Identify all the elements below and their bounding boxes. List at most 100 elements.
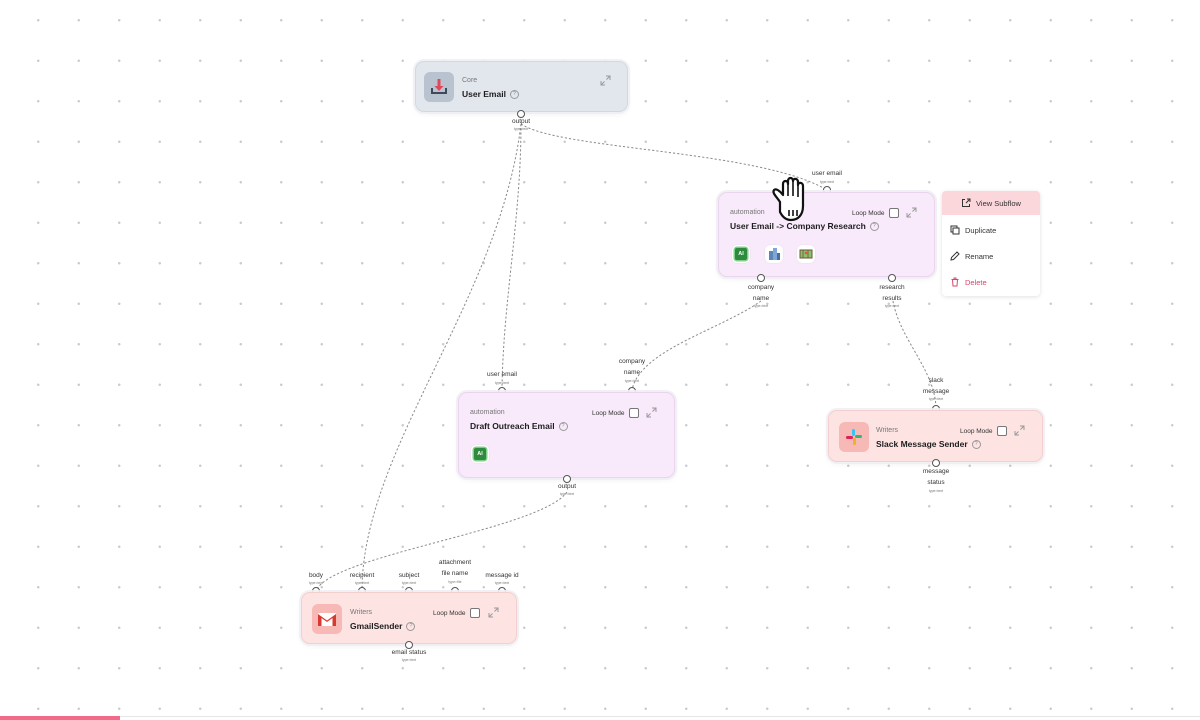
menu-item-view-subflow[interactable]: View Subflow — [942, 191, 1040, 215]
loop-mode-toggle[interactable]: Loop Mode — [960, 426, 1007, 436]
expand-icon[interactable] — [906, 207, 917, 218]
menu-item-delete[interactable]: Delete — [942, 270, 1040, 294]
node-title-text: User Email -> Company Research — [730, 221, 866, 231]
port-type: type=text — [624, 379, 640, 383]
node-slack-message-sender[interactable]: Writers Slack Message Sender? Loop Mode — [828, 410, 1043, 462]
port-label: slack message — [922, 377, 950, 395]
output-port-email-status[interactable] — [404, 640, 413, 649]
port-label: message status — [922, 468, 950, 486]
output-port-research-results[interactable] — [887, 273, 896, 282]
port-label: output — [557, 483, 577, 490]
port-type: type=text — [753, 304, 769, 308]
expand-icon[interactable] — [488, 607, 499, 618]
node-gmail-sender[interactable]: Writers GmailSender? Loop Mode — [301, 592, 517, 644]
node-category: automation — [730, 209, 765, 216]
slack-icon — [839, 422, 869, 452]
output-port-company-name[interactable] — [756, 273, 765, 282]
help-icon[interactable]: ? — [558, 422, 568, 432]
port-label: user email — [487, 371, 517, 378]
loop-mode-toggle[interactable]: Loop Mode — [852, 208, 899, 218]
ai-chip-icon: AI — [471, 445, 489, 463]
context-menu: View Subflow Duplicate Rename Delete — [942, 191, 1040, 296]
node-category: Core — [462, 77, 478, 84]
port-type: type=text — [819, 180, 835, 184]
download-icon — [424, 72, 454, 102]
loop-mode-label: Loop Mode — [852, 209, 885, 217]
menu-item-duplicate[interactable]: Duplicate — [942, 218, 1040, 242]
port-type: type=text — [928, 489, 944, 493]
node-title-text: User Email — [462, 89, 506, 99]
loop-mode-checkbox[interactable] — [628, 408, 639, 418]
hand-cursor-icon — [772, 176, 805, 222]
ai-chip-label: AI — [735, 248, 747, 260]
port-type: type=text — [401, 581, 417, 585]
output-port-message-status[interactable] — [931, 458, 940, 467]
port-type: type=text — [884, 304, 900, 308]
edge-useremail-to-draft — [501, 123, 522, 391]
node-draft-outreach-email[interactable]: automation Draft Outreach Email? Loop Mo… — [458, 392, 675, 478]
port-type: type=text — [494, 581, 510, 585]
edge-useremail-to-gmail-recipient — [361, 123, 522, 592]
duplicate-icon — [950, 225, 960, 235]
help-icon[interactable]: ? — [406, 622, 416, 632]
node-title: User Email -> Company Research? — [730, 221, 879, 232]
loop-mode-label: Loop Mode — [433, 609, 466, 617]
port-type: type=text — [513, 127, 529, 131]
loop-mode-label: Loop Mode — [960, 427, 993, 435]
map-icon — [797, 245, 815, 263]
expand-icon[interactable] — [600, 75, 611, 86]
port-type: type=text — [494, 381, 510, 385]
node-title: User Email? — [462, 89, 519, 100]
port-label: research results — [879, 284, 905, 302]
port-label: message id — [485, 572, 519, 579]
node-title-text: Draft Outreach Email — [470, 421, 555, 431]
port-label: company name — [618, 358, 646, 376]
node-category: Writers — [876, 427, 899, 434]
port-label: recipient — [349, 572, 375, 579]
help-icon[interactable]: ? — [971, 440, 981, 450]
port-label: output — [511, 118, 531, 125]
menu-item-rename[interactable]: Rename — [942, 244, 1040, 268]
edge-research-company-to-draft — [631, 300, 762, 391]
node-category: automation — [470, 409, 505, 416]
output-port[interactable] — [516, 109, 525, 118]
loop-mode-toggle[interactable]: Loop Mode — [592, 408, 639, 418]
menu-item-label: Delete — [965, 277, 987, 287]
menu-item-label: Duplicate — [965, 225, 997, 235]
port-label: email status — [391, 649, 427, 656]
port-label: body — [308, 572, 324, 579]
node-user-email[interactable]: Core User Email? — [415, 61, 628, 112]
expand-icon[interactable] — [646, 407, 657, 418]
bottom-divider — [0, 716, 1200, 717]
trash-icon — [951, 277, 959, 287]
node-title-text: Slack Message Sender — [876, 439, 968, 449]
node-category: Writers — [350, 609, 373, 616]
external-link-icon — [962, 198, 971, 207]
node-title: Draft Outreach Email? — [470, 421, 568, 432]
pencil-icon — [950, 251, 960, 261]
loop-mode-checkbox[interactable] — [469, 608, 480, 618]
port-label: subject — [398, 572, 420, 579]
node-title: GmailSender? — [350, 621, 416, 632]
ai-chip-icon: AI — [732, 245, 750, 263]
node-title: Slack Message Sender? — [876, 439, 981, 450]
output-port[interactable] — [562, 474, 571, 483]
port-type: type=text — [308, 581, 324, 585]
port-label: attachment file name — [438, 559, 472, 577]
port-type: type=text — [559, 492, 575, 496]
gmail-icon — [312, 604, 342, 634]
loop-mode-label: Loop Mode — [592, 409, 625, 417]
node-company-research[interactable]: automation User Email -> Company Researc… — [718, 192, 935, 277]
help-icon[interactable]: ? — [869, 222, 879, 232]
port-type: type=text — [401, 658, 417, 662]
loop-mode-toggle[interactable]: Loop Mode — [433, 608, 480, 618]
menu-item-label: Rename — [965, 251, 994, 261]
expand-icon[interactable] — [1014, 425, 1025, 436]
loop-mode-checkbox[interactable] — [996, 426, 1007, 436]
port-label: company name — [747, 284, 775, 302]
node-title-text: GmailSender — [350, 621, 403, 631]
menu-item-label: View Subflow — [976, 198, 1021, 208]
ai-chip-label: AI — [474, 448, 486, 460]
loop-mode-checkbox[interactable] — [888, 208, 899, 218]
help-icon[interactable]: ? — [509, 90, 519, 100]
